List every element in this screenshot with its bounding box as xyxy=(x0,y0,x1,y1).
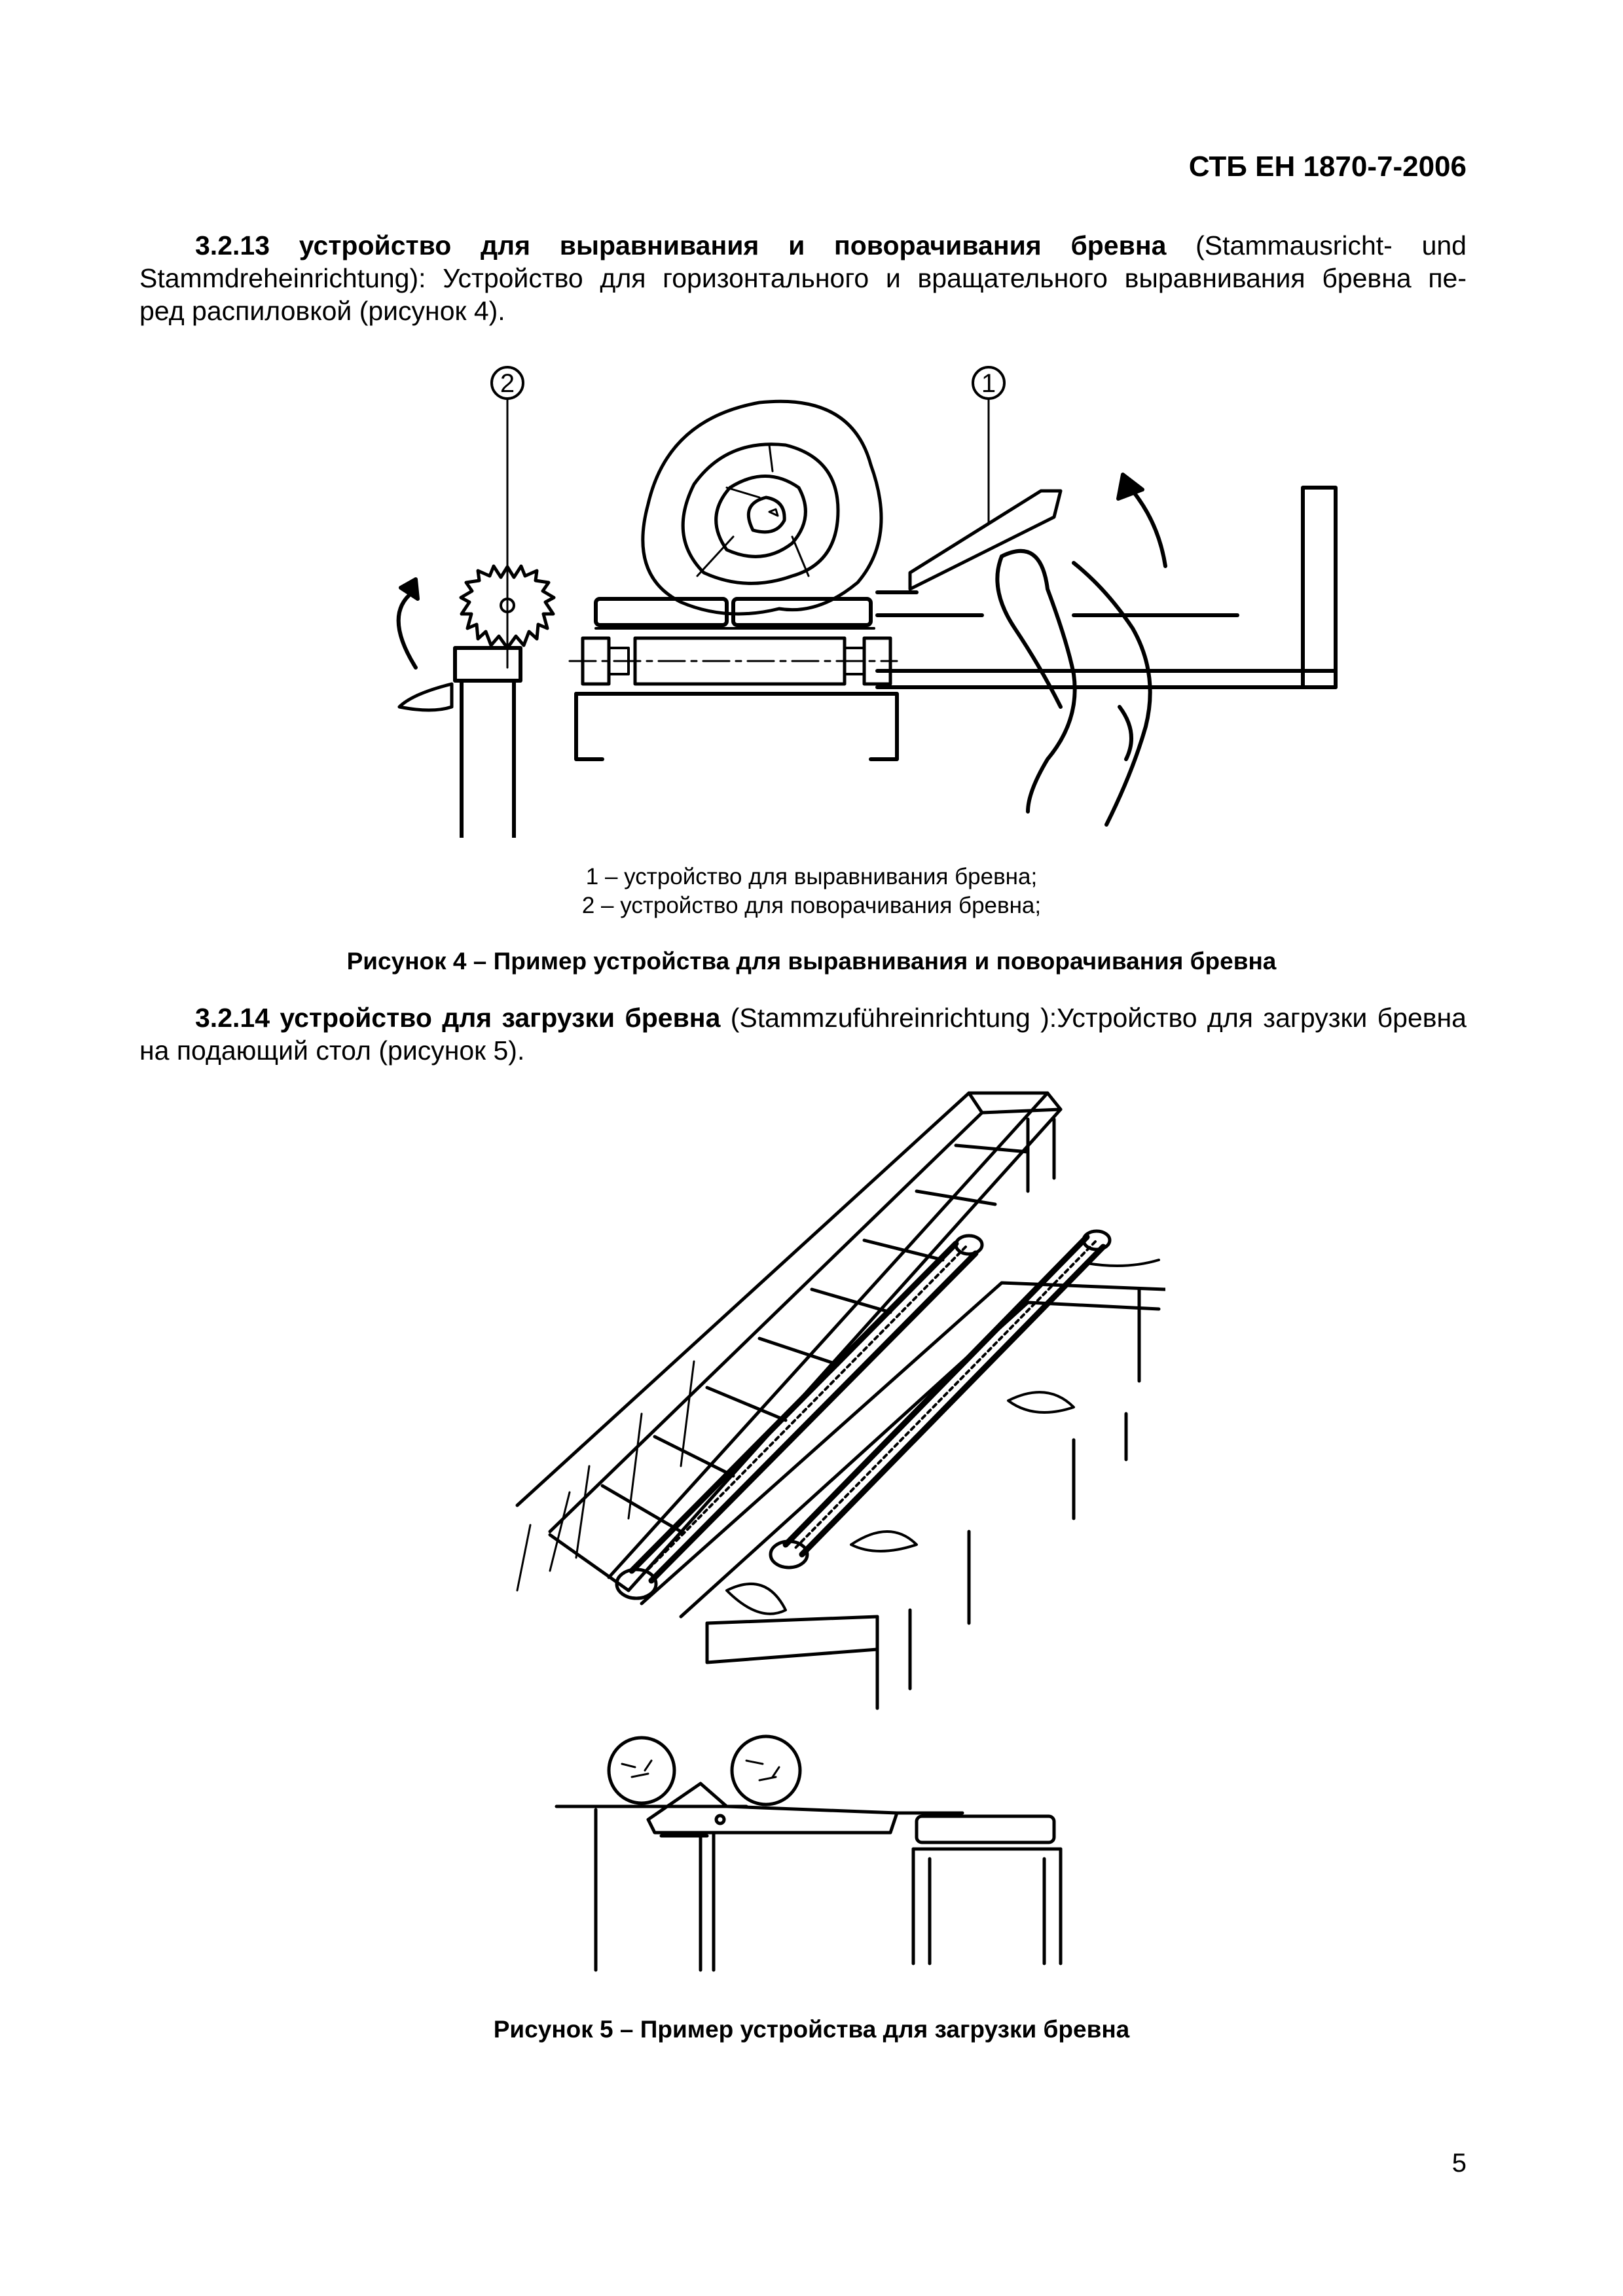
callout-1-label: 1 xyxy=(981,369,996,398)
section-number: 3.2.14 xyxy=(195,1003,270,1033)
page-number: 5 xyxy=(1451,2149,1467,2178)
support-frame xyxy=(640,1281,1165,1710)
aligning-arm xyxy=(908,489,1152,827)
rotation-arrow-right xyxy=(1131,489,1167,568)
term-title: устройство для загрузки бревна xyxy=(280,1003,721,1033)
inclined-ramp xyxy=(515,1091,1063,1592)
document-code: СТБ ЕН 1870-7-2006 xyxy=(1188,151,1467,183)
callout-2-label: 2 xyxy=(500,369,515,398)
turning-sprocket xyxy=(459,564,556,650)
german-term: (Stammausricht- und xyxy=(1195,230,1467,260)
paragraph-3-2-14: 3.2.14 устройство для загрузки бревна (S… xyxy=(139,1001,1467,1067)
figure-5-caption: Рисунок 5 – Пример устройства для загруз… xyxy=(493,2016,1130,2043)
german-term: (Stammzuführeinrichtung ):Устройство для… xyxy=(730,1003,1467,1033)
loader-roller-2 xyxy=(769,1229,1160,1570)
figure-4-legend-item: 1 – устройство для выравнивания бревна; xyxy=(585,864,1038,889)
german-term-cont: Stammdreheinrichtung): xyxy=(139,263,426,293)
definition-text: на подающий стол (рисунок 5). xyxy=(139,1035,525,1066)
log-cross-section xyxy=(641,399,883,616)
term-title: устройство для выравнивания и поворачива… xyxy=(299,230,1167,260)
definition-text: Устройство для горизонтального и вращате… xyxy=(443,263,1467,293)
section-number: 3.2.13 xyxy=(195,230,270,260)
feed-table-rollers xyxy=(568,597,899,761)
figure-4-caption: Рисунок 4 – Пример устройства для выравн… xyxy=(346,948,1277,975)
figure-4-legend-item: 2 – устройство для поворачивания бревна; xyxy=(581,893,1042,918)
definition-text-cont: ред распиловкой (рисунок 4). xyxy=(139,296,505,326)
figure-5-drawing xyxy=(515,1091,1165,1972)
rotation-arrow-left xyxy=(396,590,418,670)
callout-1 xyxy=(972,366,1006,525)
side-rail xyxy=(875,486,1338,689)
loader-roller-1 xyxy=(615,1234,984,1600)
side-view xyxy=(555,1734,1063,1972)
paragraph-3-2-13: 3.2.13 устройство для выравнивания и пов… xyxy=(139,229,1467,327)
figure-4-drawing: 2 1 xyxy=(396,366,1338,838)
callout-2 xyxy=(490,366,524,669)
